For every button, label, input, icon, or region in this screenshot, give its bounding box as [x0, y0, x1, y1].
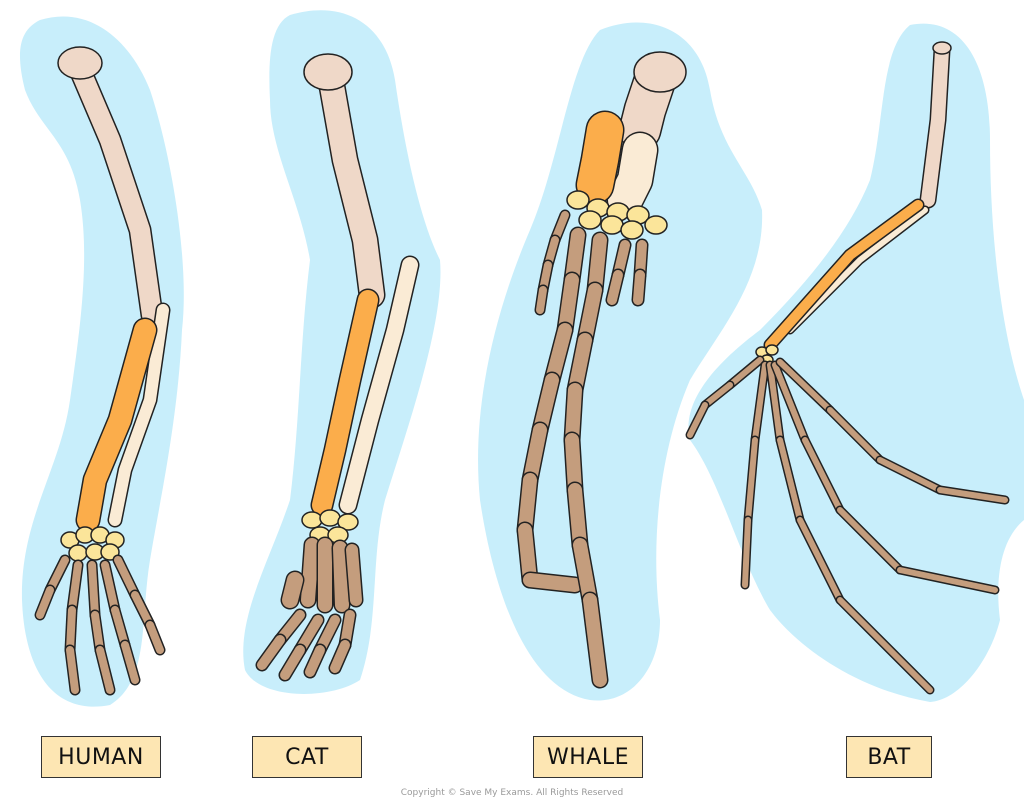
bat-digit-segment: [770, 360, 810, 445]
human-finger-segment: [112, 554, 141, 601]
copyright-notice: Copyright © Save My Exams. All Rights Re…: [400, 788, 624, 798]
cat-humerus-head: [303, 53, 353, 91]
human-finger-segment: [144, 619, 166, 656]
human-finger-segment: [89, 609, 106, 656]
human-carpal: [68, 544, 88, 562]
whale-carpal: [620, 220, 644, 240]
bat-digit-segment: [835, 595, 935, 695]
bat-digit-segment: [775, 435, 805, 525]
human-finger-segment: [109, 604, 131, 651]
human-thumb-segment: [34, 584, 56, 621]
bat-digit-segment: [775, 357, 835, 415]
whale-digit-segment: [521, 571, 584, 594]
human-finger-segment: [99, 559, 121, 616]
cat-metacarpal-segment: [299, 536, 321, 609]
bat-thumb-segment: [725, 355, 765, 390]
cat-toe-segment: [255, 633, 287, 672]
whale-digit-segment: [566, 481, 589, 554]
bat-humerus-head: [932, 41, 952, 55]
cat-background-blob: [243, 10, 441, 694]
human-ulna: [107, 302, 171, 528]
whale-digit-segment: [531, 371, 561, 439]
cat-carpal: [301, 511, 323, 529]
bat-thumb-segment: [700, 380, 735, 410]
whale-carpal: [566, 190, 590, 210]
human-thumb-segment: [44, 554, 71, 596]
whale-carpal: [644, 215, 668, 235]
whale-digit-segment: [631, 268, 647, 307]
whale-digit-segment: [605, 268, 625, 307]
label-cat: CAT: [252, 736, 362, 778]
whale-digit-segment: [543, 321, 574, 389]
cat-humerus: [316, 61, 386, 309]
cat-radius: [310, 288, 380, 517]
cat-metacarpal-segment: [344, 542, 364, 608]
human-finger-segment: [129, 589, 156, 631]
bat-humerus: [919, 41, 951, 209]
cat-carpal: [319, 509, 341, 527]
label-bat: BAT: [846, 736, 932, 778]
bat-digit-segment: [795, 515, 845, 605]
human-finger-segment: [66, 559, 84, 616]
bat-digit-segment: [800, 435, 845, 515]
bat-digit-segment: [765, 360, 785, 445]
whale-background-blob: [478, 22, 763, 701]
cat-toe-segment: [278, 643, 307, 682]
cat-dewclaw-segment: [280, 570, 305, 610]
bat-radius: [763, 198, 925, 352]
whale-digit-segment: [571, 536, 599, 609]
whale-digit-segment: [581, 591, 609, 689]
whale-carpal: [600, 215, 624, 235]
bat-background-blob: [688, 23, 1024, 702]
whale-ulna: [606, 131, 659, 219]
label-whale: WHALE: [533, 736, 643, 778]
bat-digit-segment: [895, 565, 1000, 595]
label-human: HUMAN: [41, 736, 161, 778]
whale-digit-segment: [534, 284, 549, 316]
human-finger-segment: [64, 644, 81, 696]
cat-toe-segment: [328, 638, 352, 675]
bat-digit-segment: [935, 485, 1010, 505]
human-background-blob: [20, 16, 184, 707]
cat-toe-segment: [303, 643, 327, 679]
bat-digit-segment: [743, 435, 760, 525]
cat-carpal: [337, 513, 359, 531]
bat-thumb-segment: [685, 400, 710, 440]
human-finger-segment: [86, 559, 101, 621]
bat-ulna: [785, 205, 930, 335]
human-finger-segment: [94, 644, 116, 696]
human-humerus-head: [57, 46, 103, 80]
bat-digit-segment: [740, 515, 753, 590]
human-finger-segment: [119, 639, 141, 686]
whale-radius: [575, 110, 625, 205]
human-humerus: [66, 53, 164, 327]
bat-digit-segment: [825, 405, 885, 465]
whale-humerus-head: [633, 51, 687, 93]
bat-digit-segment: [835, 505, 905, 575]
whale-carpal: [578, 210, 602, 230]
cat-ulna: [338, 255, 420, 515]
cat-metacarpal-segment: [331, 539, 351, 614]
bat-carpal: [765, 344, 779, 356]
human-finger-segment: [64, 604, 78, 656]
bat-digit-segment: [750, 360, 770, 445]
bat-digit-segment: [875, 455, 945, 495]
human-radius: [75, 317, 158, 533]
